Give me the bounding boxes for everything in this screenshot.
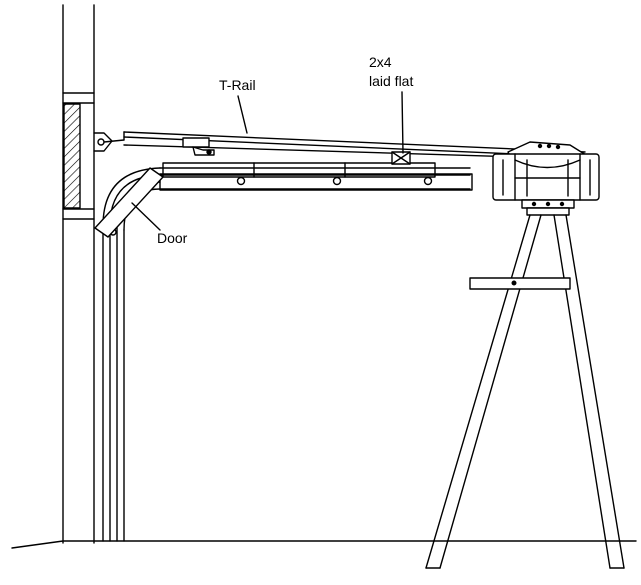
door-panels [109,162,473,236]
2x4-label-line2: laid flat [369,73,413,89]
header-bracket [93,132,125,152]
leader-lines [131,91,404,231]
floor [11,540,637,549]
t-rail-label: T-Rail [219,77,256,93]
garage-wall [62,4,95,544]
2x4-board [391,151,411,165]
door-top-section [94,167,164,238]
door-track [102,167,471,542]
stepladder [425,207,625,569]
2x4-label-line1: 2x4 [369,54,392,70]
trolley [182,137,215,156]
door-label: Door [157,230,188,246]
opener-motor-unit [492,141,600,209]
header-board [63,103,81,209]
